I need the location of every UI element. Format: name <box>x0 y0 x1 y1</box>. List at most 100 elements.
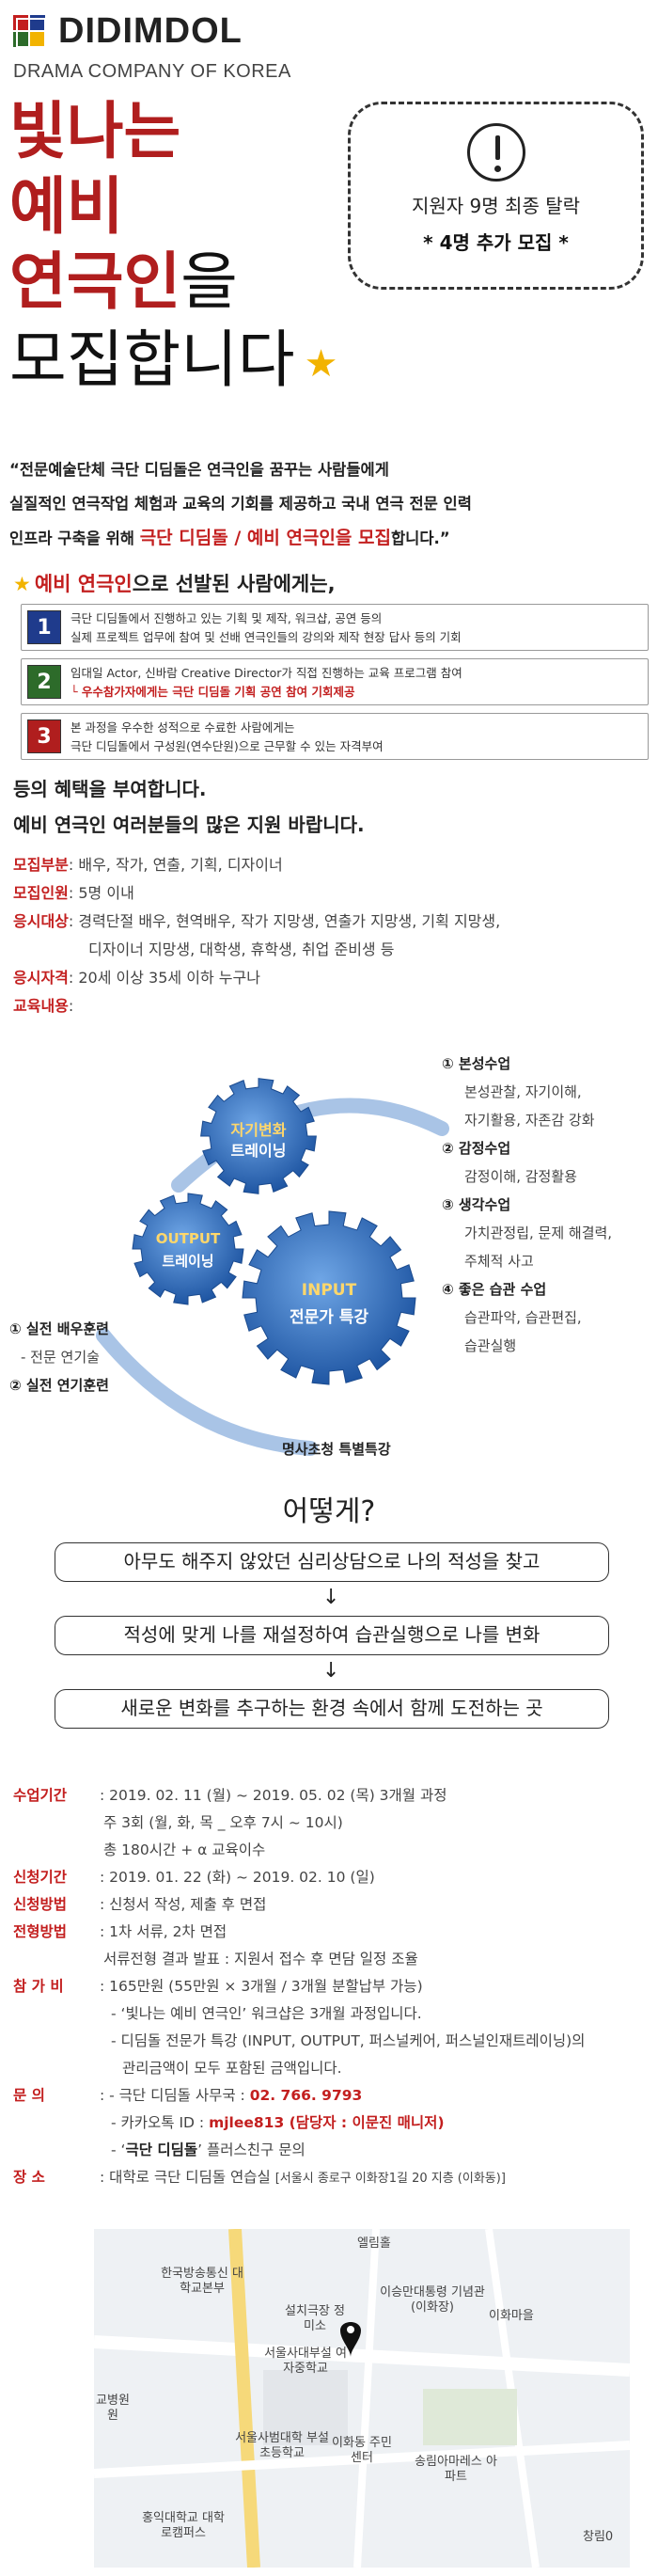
down-arrow-icon: ↓ <box>322 1659 340 1683</box>
benefits-title-rest: 으로 선발된 사람에게는, <box>132 573 336 595</box>
recruit-row: 교육내용: <box>13 992 500 1020</box>
place-value: : 대학로 극단 디딤돌 연습실 <box>100 2169 271 2186</box>
detail-key: 신청방법 <box>13 1896 68 1913</box>
diagram-right-item: ③ 생각수업 <box>442 1196 511 1213</box>
gear-top-label1: 자기변화 <box>230 1121 287 1139</box>
benefits-title-red: 예비 연극인 <box>34 573 133 595</box>
diagram-left-item: - 전문 연기술 <box>21 1349 100 1366</box>
benefits-closing-line1: 등의 혜택을 부여합니다. <box>13 778 207 800</box>
benefits-title: ★예비 연극인으로 선발된 사람에게는, <box>13 569 336 597</box>
diagram-right-item: 습관실행 <box>464 1337 517 1354</box>
benefit-text-line1: 극단 디딤돌에서 진행하고 있는 기획 및 제작, 워크샵, 공연 등의 <box>70 611 383 625</box>
diagram-right-item: 습관파악, 습관편집, <box>464 1309 582 1326</box>
how-step-2: 적성에 맞게 나를 재설정하여 습관실행으로 나를 변화 <box>55 1616 609 1655</box>
benefit-text-line1: 본 과정을 우수한 성적으로 수료한 사람에게는 <box>70 720 295 735</box>
contact-plusfriend: 극단 디딤돌 <box>125 2141 198 2158</box>
map-label: 이화동 주민센터 <box>332 2436 392 2465</box>
detail-key: 문 의 <box>13 2087 45 2104</box>
detail-value: : - 극단 디딤돌 사무국 : 02. 766. 9793 <box>100 2082 652 2110</box>
logo-subtitle: DRAMA COMPANY OF KOREA <box>13 61 291 82</box>
location-pin-icon <box>340 2322 361 2357</box>
map-label: 한국방송통신 대학교본부 <box>161 2267 243 2296</box>
recruit-value: : 경력단절 배우, 현역배우, 작가 지망생, 연출가 지망생, 기획 지망생… <box>68 912 501 930</box>
diagram-right-item: 감정이해, 감정활용 <box>464 1168 577 1185</box>
recruit-value: 디자이너 지망생, 대학생, 휴학생, 취업 준비생 등 <box>88 940 395 958</box>
headline-line3: 연극인을 <box>9 245 385 320</box>
gear-shape <box>132 1193 244 1305</box>
recruit-row: 디자이너 지망생, 대학생, 휴학생, 취업 준비생 등 <box>13 936 500 964</box>
intro-quote: “전문예술단체 극단 디딤돌은 연극인을 꿈꾸는 사람들에게 실질적인 연극작업… <box>9 453 649 556</box>
map-label: 송림아마레스 아파트 <box>415 2455 497 2484</box>
recruit-value: : 20세 이상 35세 이하 누구나 <box>68 969 260 987</box>
recruit-value: : <box>68 997 74 1015</box>
map-label: 창림0 <box>583 2530 614 2544</box>
diagram-right-item: 자기활용, 자존감 강화 <box>464 1112 595 1129</box>
intro-line3-post: 합니다.” <box>390 529 450 547</box>
diagram-left-item: ① 실전 배우훈련 <box>9 1320 109 1337</box>
gears-graphic <box>96 1078 449 1456</box>
benefit-text-line1: 임대일 Actor, 신바람 Creative Director가 직접 진행하… <box>70 666 462 680</box>
detail-value: 총 180시간 + α 교육이수 <box>103 1841 266 1858</box>
map-label: 교병원 원 <box>96 2394 130 2423</box>
contact-3-pre: - ‘ <box>111 2141 126 2158</box>
recruit-value: : 5명 이내 <box>68 884 134 902</box>
detail-value: - 카카오톡 ID : mjlee813 (담당자 : 이문진 매니저) <box>100 2110 652 2137</box>
arc-arrow <box>96 1328 318 1456</box>
detail-value: 주 3회 (월, 화, 목 _ 오후 7시 ~ 10시) <box>103 1814 343 1831</box>
notice-box: 지원자 9명 최종 탈락 * 4명 추가 모집 * <box>348 102 644 290</box>
detail-value: : 1차 서류, 2차 면접 <box>100 1923 227 1940</box>
detail-row-method: 신청방법 : 신청서 작성, 제출 후 면접 <box>13 1891 652 1919</box>
intro-line3-pre: 인프라 구축을 위해 <box>9 529 140 547</box>
benefit-text: 임대일 Actor, 신바람 Creative Director가 직접 진행하… <box>70 664 462 702</box>
gear-top-label2: 트레이닝 <box>230 1142 287 1160</box>
gear-left-label2: 트레이닝 <box>162 1253 214 1270</box>
recruit-row: 모집인원: 5명 이내 <box>13 879 500 908</box>
gear-top <box>200 1078 317 1194</box>
how-step-3: 새로운 변화를 추구하는 환경 속에서 함께 도전하는 곳 <box>55 1689 609 1729</box>
headline-line3-red: 연극인 <box>9 245 181 318</box>
detail-key: 장 소 <box>13 2169 45 2186</box>
detail-row-apply: 신청기간 : 2019. 01. 22 (화) ~ 2019. 02. 10 (… <box>13 1864 652 1891</box>
gear-shape <box>242 1210 416 1385</box>
contact-3-post: ’ 플러스친구 문의 <box>197 2141 306 2158</box>
recruit-key: 모집인원 <box>13 884 69 902</box>
diagram-bottom-label: 명사초청 특별특강 <box>282 1441 391 1458</box>
benefits-closing-line2: 예비 연극인 여러분들의 많은 지원 바랍니다. <box>13 814 365 836</box>
gear-shape <box>200 1078 317 1194</box>
detail-value: - ‘극단 디딤돌’ 플러스친구 문의 <box>100 2137 652 2164</box>
detail-key: 전형방법 <box>13 1923 68 1940</box>
notice-line2: * 4명 추가 모집 * <box>423 231 569 254</box>
gear-big <box>242 1210 416 1385</box>
diagram-right-list: ① 본성수업 본성관찰, 자기이해, 자기활용, 자존감 강화 ② 감정수업 감… <box>442 1050 612 1360</box>
diagram-right-item: ② 감정수업 <box>442 1140 511 1157</box>
benefit-number: 1 <box>27 610 61 644</box>
benefit-text: 본 과정을 우수한 성적으로 수료한 사람에게는 극단 디딤돌에서 구성원(연수… <box>70 719 384 756</box>
intro-line3: 인프라 구축을 위해 극단 디딤돌 / 예비 연극인을 모집합니다.” <box>9 521 649 556</box>
detail-value: 관리금액이 모두 포함된 금액입니다. <box>122 2060 342 2077</box>
notice-line1: 지원자 9명 최종 탈락 <box>412 195 580 217</box>
headline-line2: 예비 <box>9 170 124 243</box>
detail-row-fee: 참 가 비 : 165만원 (55만원 × 3개월 / 3개월 분할납부 가능)… <box>13 1973 652 2082</box>
detail-value: 서류전형 결과 발표 : 지원서 접수 후 면담 일정 조율 <box>103 1951 418 1968</box>
gear-big-label1: INPUT <box>301 1281 357 1300</box>
detail-row-place: 장 소 : 대학로 극단 디딤돌 연습실 [서울시 종로구 이화장1길 20 지… <box>13 2164 652 2192</box>
location-map[interactable]: 엘림홀 한국방송통신 대학교본부 설치극장 정미소 이승만대통령 기념관(이화장… <box>94 2229 630 2568</box>
star-icon: ★ <box>304 341 338 386</box>
benefit-item-2: 2 임대일 Actor, 신바람 Creative Director가 직접 진… <box>21 658 649 705</box>
star-icon: ★ <box>13 573 31 595</box>
detail-key: 수업기간 <box>13 1787 68 1804</box>
benefit-number: 2 <box>27 665 61 699</box>
contact-phone[interactable]: 02. 766. 9793 <box>249 2087 363 2104</box>
benefit-text-line2: 실제 프로젝트 업무에 참여 및 선배 연극인들의 강의와 제작 현장 답사 등… <box>70 630 462 644</box>
gear-left <box>132 1193 244 1305</box>
recruit-row: 응시대상: 경력단절 배우, 현역배우, 작가 지망생, 연출가 지망생, 기획… <box>13 908 500 936</box>
gear-big-label2: 전문가 특강 <box>289 1308 369 1327</box>
how-title: 어떻게? <box>282 1495 376 1528</box>
map-label: 엘림홀 <box>357 2236 391 2251</box>
benefit-text-line2: 극단 디딤돌에서 구성원(연수단원)으로 근무할 수 있는 자격부여 <box>70 739 384 753</box>
exclamation-icon <box>466 123 525 182</box>
recruit-key: 응시자격 <box>13 969 69 987</box>
benefit-number: 3 <box>27 719 61 753</box>
detail-row-period: 수업기간 : 2019. 02. 11 (월) ~ 2019. 05. 02 (… <box>13 1782 652 1864</box>
recruit-key: 모집부분 <box>13 856 69 874</box>
